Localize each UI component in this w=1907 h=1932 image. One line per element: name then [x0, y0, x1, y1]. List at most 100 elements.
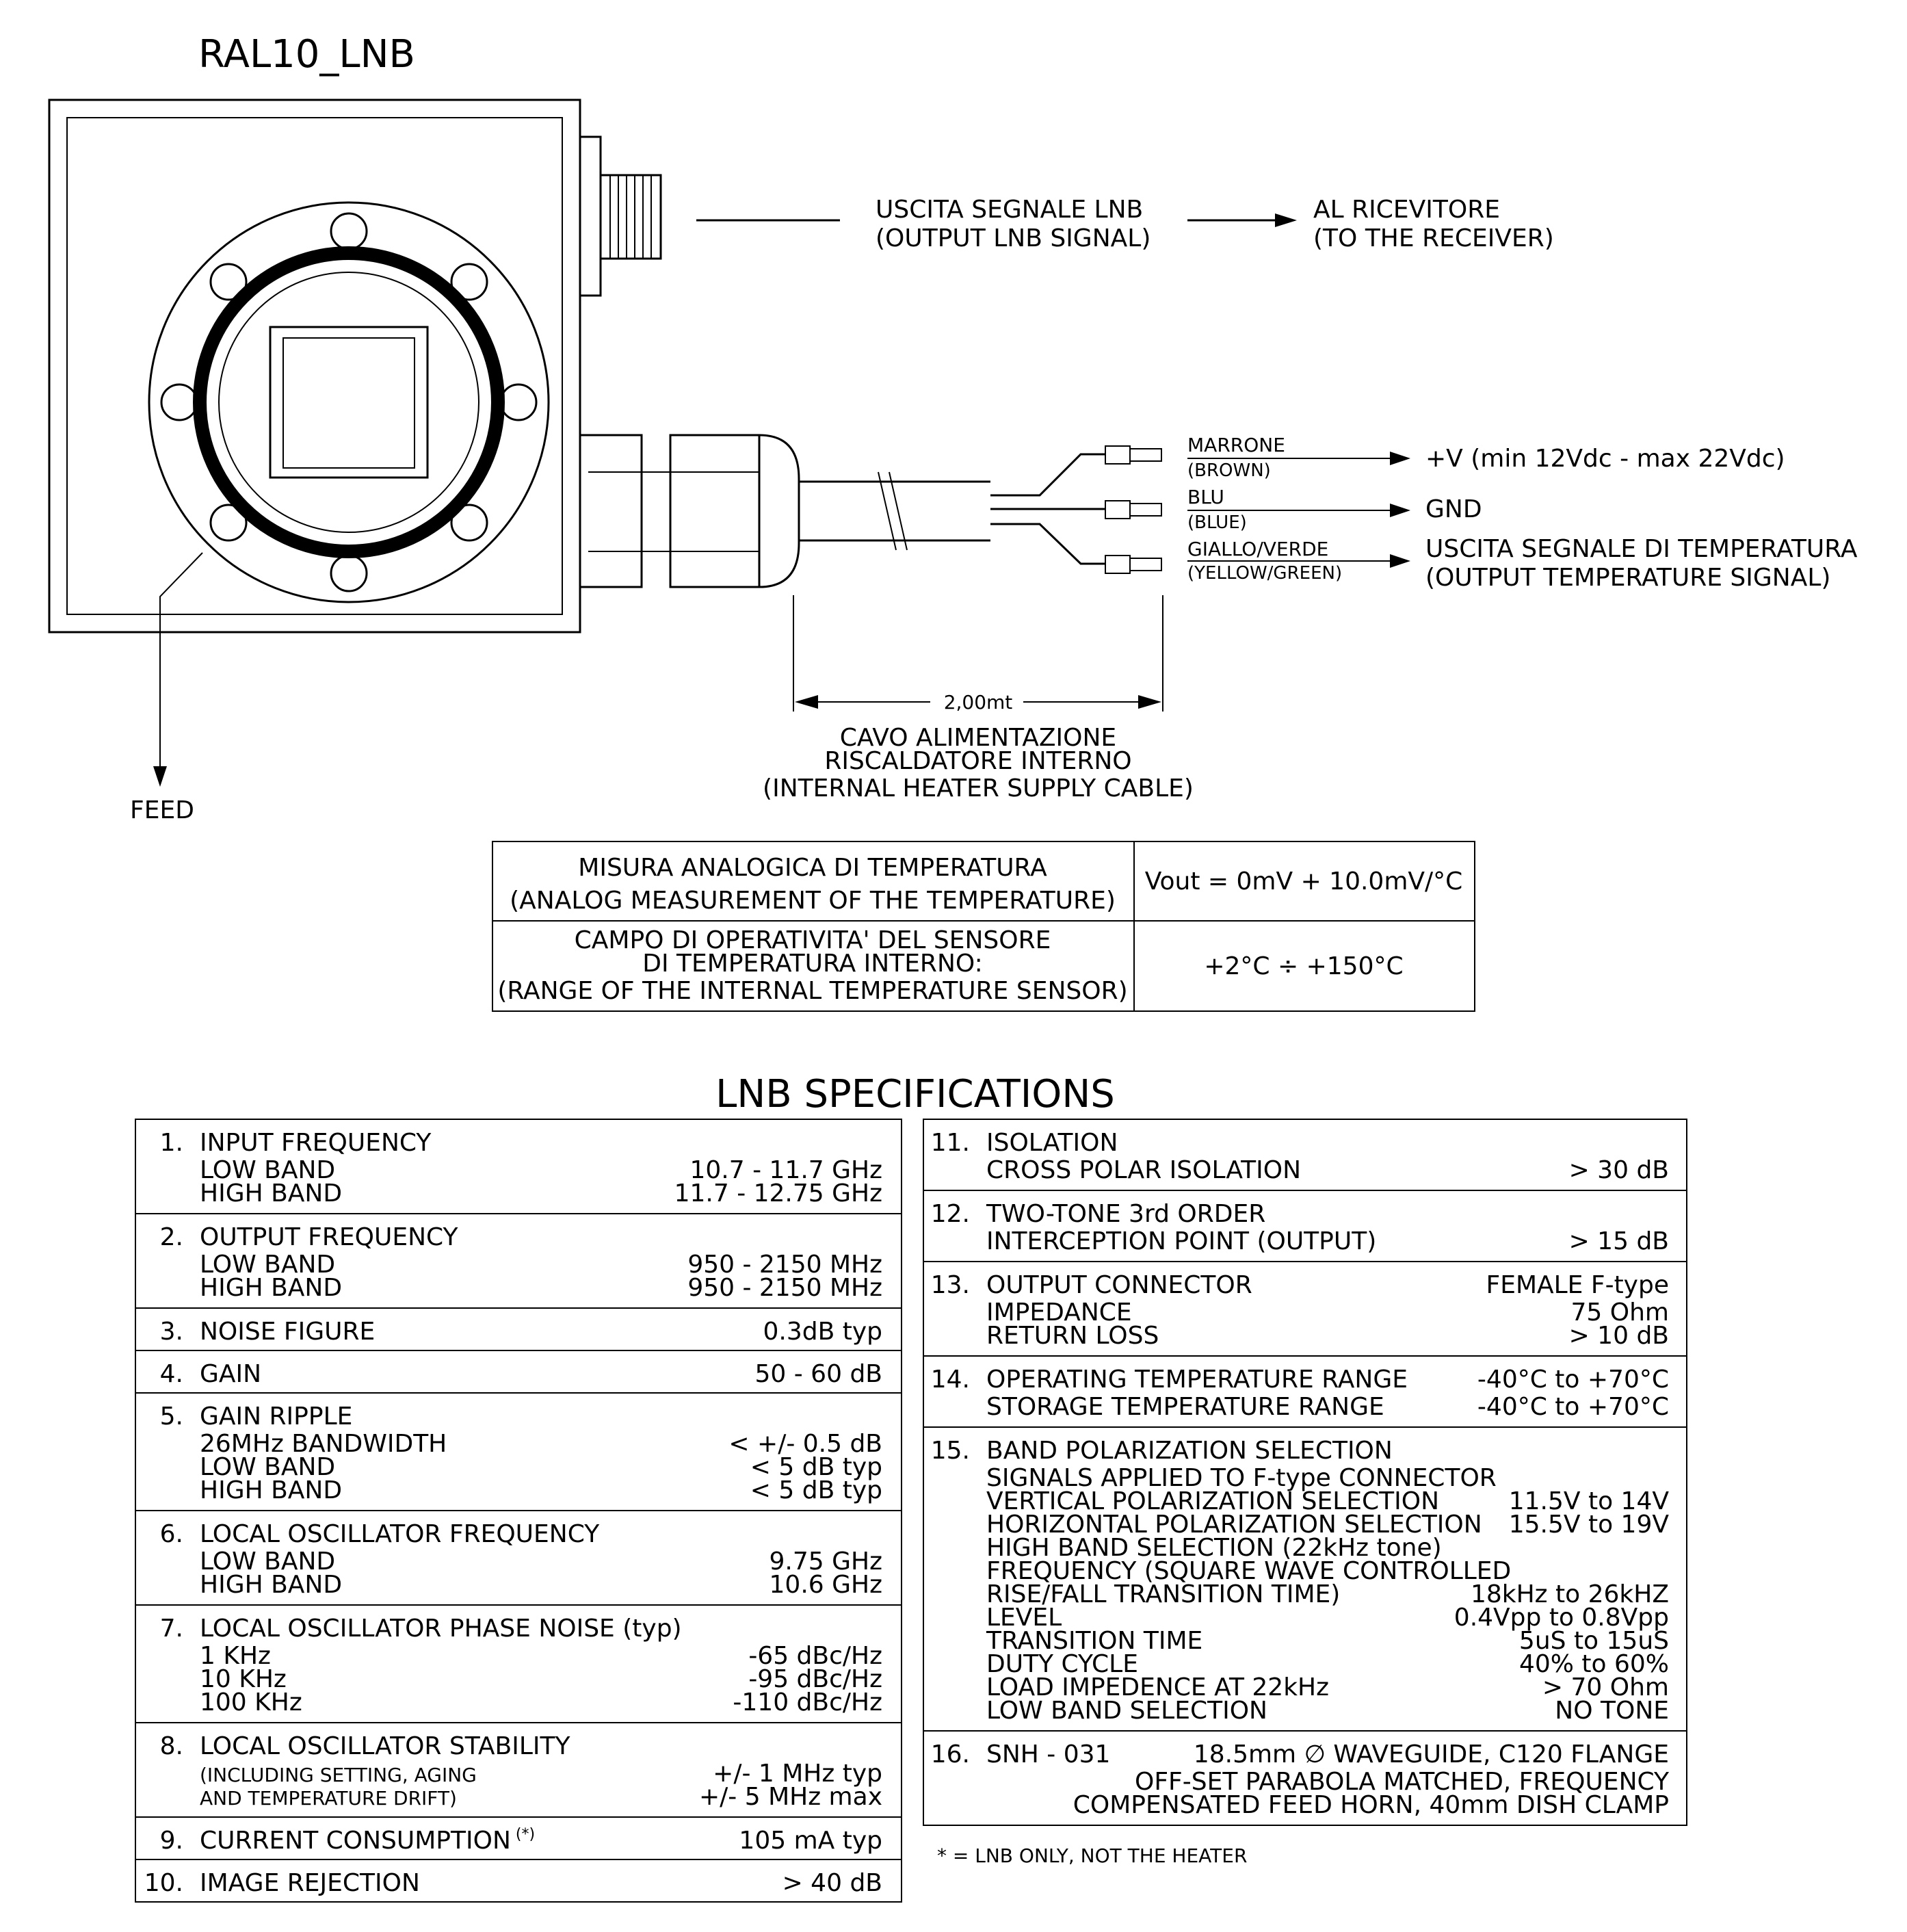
spec-value: 105 mA typ	[739, 1827, 882, 1855]
lnb-body	[48, 99, 581, 634]
cable-caption-2: RISCALDATORE INTERNO	[824, 747, 1131, 775]
spec-row-label: IMPEDANCE	[986, 1298, 1132, 1327]
arrow-icon	[1390, 452, 1410, 465]
spec-row-label: RISE/FALL TRANSITION TIME)	[986, 1580, 1340, 1608]
spec-row-value: COMPENSATED FEED HORN, 40mm DISH CLAMP	[1073, 1791, 1669, 1819]
spec-row-value: 10.7 - 11.7 GHz	[690, 1156, 883, 1184]
spec-row-value: 9.75 GHz	[770, 1548, 882, 1576]
spec-number: 7.	[160, 1615, 183, 1643]
sensor-row2-value: +2°C ÷ +150°C	[1204, 952, 1403, 980]
spec-title-4: OPERATING TEMPERATURE RANGE	[986, 1366, 1408, 1394]
spec-row-label: HORIZONTAL POLARIZATION SELECTION	[986, 1511, 1482, 1539]
spec-row-label: HIGH BAND SELECTION (22kHz tone)	[986, 1534, 1442, 1562]
spec-number: 15.	[931, 1437, 970, 1465]
sensor-table	[492, 841, 1475, 1012]
spec-title-2: TWO-TONE 3rd ORDER	[986, 1200, 1265, 1228]
spec-row-label: 10 KHz	[200, 1665, 287, 1693]
cable-caption-1: CAVO ALIMENTAZIONE	[840, 724, 1116, 752]
spec-row-value: 10.6 GHz	[770, 1571, 882, 1599]
spec-number: 11.	[931, 1129, 970, 1157]
spec-row-value: > 10 dB	[1569, 1322, 1669, 1350]
spec-number: 13.	[931, 1271, 970, 1299]
spec-row-label: HIGH BAND	[200, 1476, 342, 1504]
spec-value: 18.5mm ∅ WAVEGUIDE, C120 FLANGE	[1194, 1740, 1669, 1768]
spec-row-label: LOW BAND	[200, 1548, 335, 1576]
spec-row-label: SIGNALS APPLIED TO F-type CONNECTOR	[986, 1464, 1497, 1492]
spec-number: 1.	[160, 1129, 183, 1157]
spec-row-value: 75 Ohm	[1571, 1298, 1669, 1327]
spec-row-label: HIGH BAND	[200, 1571, 342, 1599]
spec-title-6: SNH - 031	[986, 1740, 1110, 1768]
spec-number: 10.	[144, 1869, 183, 1897]
to-receiver-en: (TO THE RECEIVER)	[1313, 224, 1554, 252]
spec-title: LNB SPECIFICATIONS	[715, 1072, 1115, 1117]
sensor-row2-label-2: DI TEMPERATURA INTERNO:	[642, 950, 982, 978]
o-ring	[193, 246, 505, 558]
cable-dimension	[793, 595, 1163, 712]
spec-number: 9.	[160, 1827, 183, 1855]
spec-value: > 40 dB	[782, 1869, 882, 1897]
spec-row-value: > 30 dB	[1569, 1156, 1669, 1184]
spec-number: 16.	[931, 1740, 970, 1768]
heater-cable	[799, 445, 1162, 574]
spec-row-label: DUTY CYCLE	[986, 1650, 1138, 1678]
spec-row-label: 100 KHz	[200, 1688, 302, 1716]
spec-row-label: AND TEMPERATURE DRIFT)	[200, 1787, 457, 1810]
wire-yellow-target-1: USCITA SEGNALE DI TEMPERATURA	[1425, 535, 1858, 563]
spec-row-value: 950 - 2150 MHz	[687, 1251, 882, 1279]
spec-row-value: < 5 dB typ	[750, 1476, 882, 1504]
spec-title-6: LOCAL OSCILLATOR FREQUENCY	[200, 1520, 600, 1548]
waveguide-square	[269, 326, 429, 479]
spec-row-label: (INCLUDING SETTING, AGING	[200, 1764, 477, 1786]
spec-number: 12.	[931, 1200, 970, 1228]
flange	[148, 201, 550, 603]
spec-title-3: NOISE FIGURE	[200, 1318, 375, 1346]
spec-title-3: OUTPUT CONNECTOR	[986, 1271, 1252, 1299]
spec-row-label: HIGH BAND	[200, 1274, 342, 1302]
sensor-row1-label-2: (ANALOG MEASUREMENT OF THE TEMPERATURE)	[510, 887, 1116, 915]
dimension-label: 2,00mt	[944, 691, 1013, 714]
output-signal-it: USCITA SEGNALE LNB	[876, 196, 1143, 224]
spec-title-9: CURRENT CONSUMPTION (*)	[200, 1826, 535, 1855]
spec-row-value: +/- 1 MHz typ	[713, 1760, 882, 1788]
spec-row-value: < +/- 0.5 dB	[728, 1430, 882, 1458]
drawing-title: RAL10_LNB	[198, 32, 415, 77]
spec-row-value: NO TONE	[1555, 1697, 1669, 1725]
cable-caption-3: (INTERNAL HEATER SUPPLY CABLE)	[763, 774, 1194, 802]
spec-number: 4.	[160, 1360, 183, 1388]
spec-number: 6.	[160, 1520, 183, 1548]
spec-row-value: -110 dBc/Hz	[733, 1688, 882, 1716]
feed-label: FEED	[130, 796, 194, 824]
sensor-row2-label-3: (RANGE OF THE INTERNAL TEMPERATURE SENSO…	[497, 977, 1127, 1005]
sensor-row1-value: Vout = 0mV + 10.0mV/°C	[1145, 867, 1463, 896]
spec-row-label: LEVEL	[986, 1604, 1062, 1632]
spec-title-1: ISOLATION	[986, 1129, 1118, 1157]
spec-row-label: TRANSITION TIME	[986, 1627, 1202, 1655]
wire-brown-it: MARRONE	[1187, 434, 1285, 456]
spec-row-label: LOW BAND	[200, 1251, 335, 1279]
spec-title-5: GAIN RIPPLE	[200, 1402, 352, 1431]
spec-row-label: LOW BAND	[200, 1156, 335, 1184]
spec-number: 8.	[160, 1732, 183, 1760]
spec-row-value: 40% to 60%	[1519, 1650, 1669, 1678]
spec-number: 2.	[160, 1223, 183, 1251]
spec-row-label: 26MHz BANDWIDTH	[200, 1430, 447, 1458]
spec-row-value: OFF-SET PARABOLA MATCHED, FREQUENCY	[1135, 1768, 1670, 1796]
sensor-row2-label-1: CAMPO DI OPERATIVITA' DEL SENSORE	[575, 926, 1051, 954]
f-connector	[579, 135, 662, 297]
spec-number: 5.	[160, 1402, 183, 1431]
spec-row-label: 1 KHz	[200, 1642, 271, 1670]
spec-value: 50 - 60 dB	[755, 1360, 883, 1388]
spec-row-label: LOW BAND	[200, 1453, 335, 1481]
spec-row-label: STORAGE TEMPERATURE RANGE	[986, 1393, 1384, 1421]
spec-value: -40°C to +70°C	[1477, 1366, 1669, 1394]
spec-title-7: LOCAL OSCILLATOR PHASE NOISE (typ)	[200, 1615, 682, 1643]
spec-row-value: > 15 dB	[1569, 1227, 1669, 1255]
wire-yellow-it: GIALLO/VERDE	[1187, 538, 1328, 560]
sensor-row1-label-1: MISURA ANALOGICA DI TEMPERATURA	[578, 854, 1047, 882]
spec-title-2: OUTPUT FREQUENCY	[200, 1223, 459, 1251]
spec-row-value: 950 - 2150 MHz	[687, 1274, 882, 1302]
spec-row-label: INTERCEPTION POINT (OUTPUT)	[986, 1227, 1376, 1255]
spec-row-value: 11.7 - 12.75 GHz	[674, 1179, 882, 1208]
